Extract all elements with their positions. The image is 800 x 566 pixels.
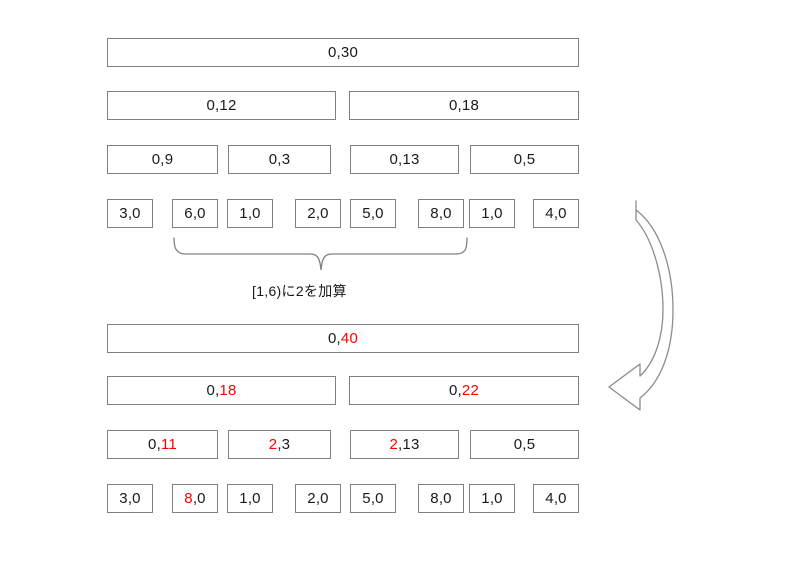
node-value-prefix: 0, [327, 44, 341, 61]
segment-node: 0,13 [350, 145, 459, 174]
node-value-suffix: ,0 [438, 205, 452, 222]
node-value-prefix: 5 [362, 490, 371, 507]
segment-node: 1,0 [469, 484, 515, 513]
node-value-prefix: 0, [327, 330, 341, 347]
node-value-suffix: ,0 [192, 205, 206, 222]
segment-node: 4,0 [533, 199, 579, 228]
segment-node: 8,0 [418, 199, 464, 228]
segment-node: 0,11 [107, 430, 218, 459]
segment-node: 2,0 [295, 199, 341, 228]
node-value-prefix: 1 [481, 205, 490, 222]
node-value-prefix: 2 [389, 436, 399, 453]
node-value-suffix: 22 [461, 382, 479, 399]
node-value-prefix: 2 [268, 436, 278, 453]
node-value-prefix: 0, [448, 97, 462, 114]
node-value-prefix: 1 [239, 490, 248, 507]
node-value-suffix: ,0 [370, 490, 384, 507]
node-value-suffix: ,0 [247, 205, 261, 222]
node-value-suffix: ,3 [277, 436, 291, 453]
segment-node: 0,22 [349, 376, 579, 405]
segment-node: 8,0 [418, 484, 464, 513]
node-value-prefix: 1 [239, 205, 248, 222]
node-value-prefix: 2 [307, 490, 316, 507]
segment-node: 0,9 [107, 145, 218, 174]
node-value-prefix: 0, [448, 382, 462, 399]
node-value-suffix: ,0 [489, 205, 503, 222]
node-value-prefix: 0, [513, 151, 527, 168]
segment-node: 2,13 [350, 430, 459, 459]
segment-node: 8,0 [172, 484, 218, 513]
node-value-suffix: 30 [340, 44, 358, 61]
segment-node: 1,0 [227, 484, 273, 513]
node-value-prefix: 8 [430, 490, 439, 507]
node-value-suffix: 11 [160, 436, 177, 453]
node-value-prefix: 0, [151, 151, 165, 168]
node-value-suffix: ,0 [489, 490, 503, 507]
segment-node: 0,5 [470, 145, 579, 174]
node-value-suffix: 3 [281, 151, 291, 168]
node-value-suffix: 12 [219, 97, 237, 114]
node-value-prefix: 0, [513, 436, 527, 453]
segment-node: 0,40 [107, 324, 579, 353]
segment-node: 3,0 [107, 484, 153, 513]
segment-node: 2,0 [295, 484, 341, 513]
node-value-suffix: 9 [164, 151, 174, 168]
node-value-suffix: 18 [219, 382, 237, 399]
segment-node: 0,18 [349, 91, 579, 120]
segment-node: 2,3 [228, 430, 331, 459]
node-value-suffix: ,0 [370, 205, 384, 222]
node-value-prefix: 8 [184, 490, 193, 507]
node-value-suffix: ,0 [247, 490, 261, 507]
node-value-suffix: ,13 [398, 436, 420, 453]
node-value-prefix: 5 [362, 205, 371, 222]
node-value-suffix: ,0 [315, 205, 329, 222]
node-value-suffix: ,0 [127, 490, 141, 507]
node-value-prefix: 3 [119, 490, 128, 507]
node-value-prefix: 0, [148, 436, 161, 453]
segment-node: 0,3 [228, 145, 331, 174]
node-value-prefix: 0, [206, 382, 220, 399]
node-value-suffix: ,0 [438, 490, 452, 507]
segment-node: 0,18 [107, 376, 336, 405]
node-value-suffix: ,0 [553, 490, 567, 507]
node-value-prefix: 4 [545, 205, 554, 222]
segment-node: 5,0 [350, 484, 396, 513]
node-value-prefix: 0, [389, 151, 403, 168]
segment-node: 1,0 [227, 199, 273, 228]
node-value-prefix: 6 [184, 205, 193, 222]
node-value-suffix: ,0 [553, 205, 567, 222]
node-value-suffix: ,0 [315, 490, 329, 507]
node-value-suffix: 5 [526, 436, 536, 453]
segment-node: 1,0 [469, 199, 515, 228]
node-value-prefix: 0, [268, 151, 282, 168]
segment-node: 3,0 [107, 199, 153, 228]
node-value-suffix: 5 [526, 151, 536, 168]
node-value-prefix: 3 [119, 205, 128, 222]
node-value-suffix: ,0 [192, 490, 206, 507]
node-value-suffix: 40 [340, 330, 358, 347]
segment-node: 6,0 [172, 199, 218, 228]
segment-node: 0,12 [107, 91, 336, 120]
node-value-suffix: 13 [402, 151, 420, 168]
node-value-prefix: 8 [430, 205, 439, 222]
range-caption: [1,6)に2を加算 [252, 283, 347, 299]
curved-down-arrow-icon [605, 190, 685, 415]
segment-node: 4,0 [533, 484, 579, 513]
segment-node: 5,0 [350, 199, 396, 228]
range-brace [168, 236, 473, 282]
node-value-suffix: ,0 [127, 205, 141, 222]
node-value-prefix: 4 [545, 490, 554, 507]
node-value-prefix: 2 [307, 205, 316, 222]
node-value-prefix: 0, [206, 97, 220, 114]
segment-node: 0,5 [470, 430, 579, 459]
node-value-prefix: 1 [481, 490, 490, 507]
segment-node: 0,30 [107, 38, 579, 67]
node-value-suffix: 18 [461, 97, 479, 114]
